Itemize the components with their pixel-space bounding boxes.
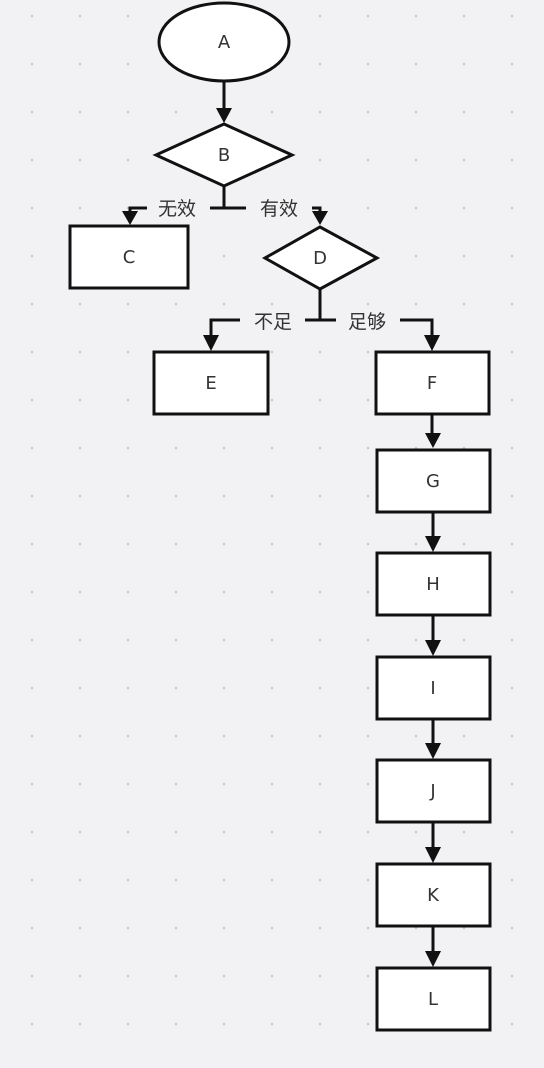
edge-d-f-segment-2: [400, 318, 434, 336]
arrowhead-b-d: [312, 211, 328, 225]
node-c[interactable]: C: [68, 224, 190, 290]
node-b-label: B: [218, 145, 230, 166]
node-d-label: D: [313, 248, 327, 269]
node-l-label: L: [428, 989, 438, 1010]
node-h[interactable]: H: [375, 551, 492, 617]
node-a-shape: [157, 1, 291, 83]
node-k-shape: [375, 862, 492, 928]
edge-label-b-c: 无效: [158, 198, 196, 220]
arrowhead-h-i: [425, 640, 441, 656]
arrowhead-k-l: [425, 951, 441, 967]
node-i[interactable]: I: [375, 655, 492, 721]
node-f-shape: [374, 350, 491, 416]
node-j-label: J: [429, 781, 435, 802]
edge-label-d-e: 不足: [254, 311, 292, 333]
node-d-shape: [261, 225, 381, 291]
node-b[interactable]: B: [152, 122, 296, 188]
node-l-shape: [375, 966, 492, 1032]
node-e-shape: [152, 350, 270, 416]
node-i-label: I: [430, 678, 435, 699]
node-d[interactable]: D: [261, 225, 381, 291]
node-e-label: E: [205, 373, 216, 394]
arrowhead-b-c: [122, 211, 138, 225]
arrowhead-i-j: [425, 743, 441, 759]
node-j-shape: [375, 758, 492, 824]
arrowhead-f-g: [425, 433, 441, 448]
node-h-shape: [375, 551, 492, 617]
edge-label-d-f: 足够: [348, 311, 386, 333]
node-c-shape: [68, 224, 190, 290]
arrowhead-j-k: [425, 847, 441, 863]
node-k[interactable]: K: [375, 862, 492, 928]
arrowhead-d-f: [424, 335, 440, 351]
node-a-label: A: [218, 32, 231, 53]
node-h-label: H: [426, 574, 440, 595]
node-j[interactable]: J: [375, 758, 492, 824]
node-k-label: K: [427, 885, 440, 906]
node-g-shape: [375, 448, 492, 514]
node-a[interactable]: A: [157, 1, 291, 83]
node-g-label: G: [426, 471, 440, 492]
node-c-label: C: [123, 247, 136, 268]
edge-label-b-d: 有效: [260, 198, 298, 220]
node-b-shape: [152, 122, 296, 188]
node-f[interactable]: F: [374, 350, 491, 416]
node-g[interactable]: G: [375, 448, 492, 514]
edges: [122, 82, 441, 967]
arrowhead-g-h: [425, 536, 441, 552]
arrowhead-d-e: [203, 335, 219, 351]
node-l[interactable]: L: [375, 966, 492, 1032]
arrowhead-a-b: [216, 108, 232, 123]
node-f-label: F: [427, 373, 437, 394]
node-i-shape: [375, 655, 492, 721]
node-e[interactable]: E: [152, 350, 270, 416]
edge-d-e-segment-2: [209, 318, 240, 336]
